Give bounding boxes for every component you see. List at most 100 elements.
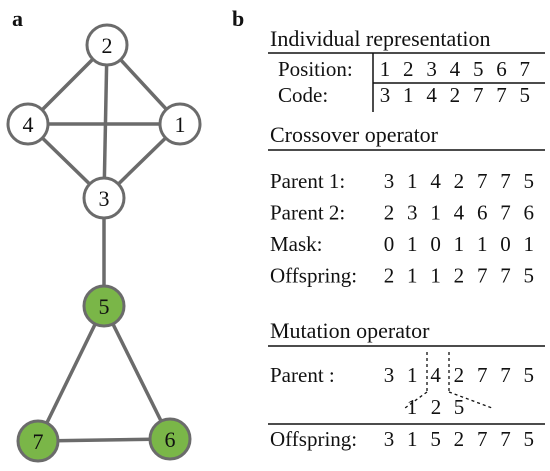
position-digit-1: 1 [380,57,391,81]
code-digit-1: 3 [380,83,391,107]
crossover-row-1-digit-5: 7 [477,169,488,193]
crossover-row-2-digit-7: 6 [524,201,535,225]
graph-nodes: 1 2 3 4 5 6 7 [6,23,202,463]
code-label: Code: [278,83,328,107]
node-label-7: 7 [33,429,44,454]
node-circle-6 [148,417,192,461]
code-digit-6: 7 [496,83,507,107]
crossover-row-3-digit-6: 0 [500,232,511,256]
position-digit-5: 5 [473,57,484,81]
crossover-row-4-digit-4: 2 [454,264,465,288]
mutation-parent-digit-2: 1 [407,363,418,387]
node-label-5: 5 [99,294,110,319]
code-digit-2: 1 [403,83,414,107]
crossover-row-1-digit-4: 2 [454,169,465,193]
mutation-parent-digit-1: 3 [384,363,395,387]
mutation-offspring-digit-7: 5 [524,427,535,451]
crossover-row-label-3: Mask: [270,232,323,256]
mutation-offspring-digit-6: 7 [500,427,511,451]
crossover-title: Crossover operator [270,122,439,147]
crossover-row-4-digit-2: 1 [407,264,418,288]
mutation-choice-2: 2 [431,395,442,419]
node-7: 7 [16,419,60,463]
crossover-row-1-digit-3: 4 [430,169,441,193]
position-digit-6: 6 [496,57,507,81]
crossover-row-1-digit-1: 3 [384,169,395,193]
mutation-parent-digit-7: 5 [524,363,535,387]
mutation-guide-lines [404,352,493,409]
crossover-row-2-digit-2: 3 [407,201,418,225]
mutation-title: Mutation operator [270,318,430,343]
node-label-4: 4 [23,112,34,137]
crossover-row-label-2: Parent 2: [270,201,345,225]
node-circle-4 [6,102,50,146]
crossover-row-1-digit-6: 7 [500,169,511,193]
crossover-row-4-digit-1: 2 [384,264,395,288]
node-circle-3 [82,176,126,220]
graph-edges [26,43,182,443]
mutation-offspring-digit-5: 7 [477,427,488,451]
crossover-row-3-digit-3: 0 [430,232,441,256]
mutation-offspring-digit-4: 2 [454,427,465,451]
crossover-row-4-digit-7: 5 [524,264,535,288]
node-circle-5 [82,284,126,328]
graph-panel-a: 1 2 3 4 5 6 7 [6,23,202,463]
crossover-row-3-digit-4: 1 [454,232,465,256]
node-label-3: 3 [99,186,110,211]
mutation-parent-digit-6: 7 [500,363,511,387]
crossover-row-2-digit-4: 4 [454,201,465,225]
position-label: Position: [278,57,353,81]
edge-5-7 [36,305,106,442]
panel-a-label: a [12,6,23,31]
mutation-guide-right-diagonal [448,391,493,409]
code-digit-3: 4 [426,83,437,107]
mutation-parent-label: Parent : [270,363,335,387]
node-1: 1 [158,102,202,146]
node-label-1: 1 [175,112,186,137]
crossover-row-3-digit-7: 1 [524,232,535,256]
crossover-row-label-1: Parent 1: [270,169,345,193]
node-5: 5 [82,284,126,328]
mutation-parent-digit-4: 2 [454,363,465,387]
edge-2-3 [102,44,109,199]
crossover-row-2-digit-5: 6 [477,201,488,225]
position-digit-7: 7 [520,57,531,81]
mutation-offspring-digit-3: 5 [430,427,441,451]
position-digit-2: 2 [403,57,414,81]
crossover-row-4-digit-5: 7 [477,264,488,288]
mutation-offspring-digit-2: 1 [407,427,418,451]
node-4: 4 [6,102,50,146]
node-circle-7 [16,419,60,463]
crossover-row-1-digit-2: 1 [407,169,418,193]
individual-title: Individual representation [270,26,491,51]
node-3: 3 [82,176,126,220]
crossover-row-4-digit-3: 1 [430,264,441,288]
mutation-guide-left-diagonal [404,391,428,409]
crossover-row-label-4: Offspring: [270,264,357,288]
crossover-row-1-digit-7: 5 [524,169,535,193]
mutation-choice-1: 1 [407,395,418,419]
code-digit-5: 7 [473,83,484,107]
crossover-row-2-digit-6: 7 [500,201,511,225]
crossover-row-4-digit-6: 7 [500,264,511,288]
edge-5-6 [102,305,172,440]
code-digit-4: 2 [450,83,461,107]
crossover-row-3-digit-2: 1 [407,232,418,256]
edge-7-6 [37,437,171,443]
node-2: 2 [85,23,129,67]
node-circle-1 [158,102,202,146]
crossover-row-2-digit-3: 1 [430,201,441,225]
node-6: 6 [148,417,192,461]
position-digit-3: 3 [426,57,437,81]
node-label-6: 6 [165,427,176,452]
crossover-row-2-digit-1: 2 [384,201,395,225]
mutation-offspring-digit-1: 3 [384,427,395,451]
crossover-row-3-digit-1: 0 [384,232,395,256]
code-digit-7: 5 [520,83,531,107]
